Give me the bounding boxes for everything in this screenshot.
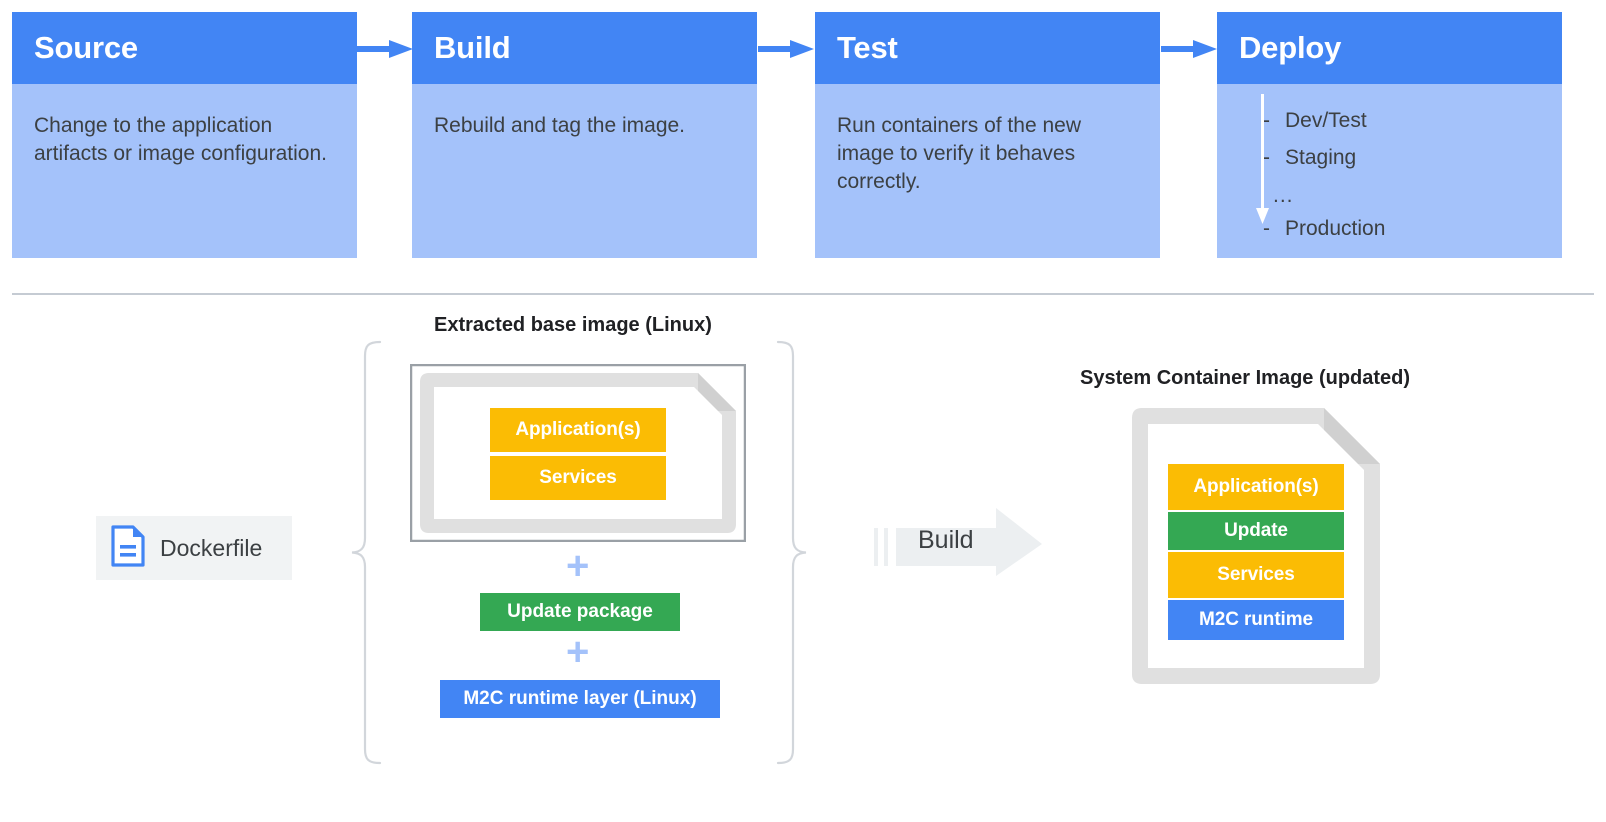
base-layer-services: Services: [490, 456, 666, 500]
addon-layer-m2c-runtime: M2C runtime layer (Linux): [440, 680, 720, 718]
connector-arrow-build-to-test: [758, 39, 814, 59]
build-action-label: Build: [918, 526, 974, 554]
stage-title: Source: [34, 30, 138, 65]
layer-label: Services: [1217, 564, 1295, 585]
layer-label: M2C runtime: [1199, 609, 1313, 630]
list-bullet: -: [1263, 109, 1270, 132]
stage-header-deploy: Deploy: [1217, 12, 1562, 84]
list-item-label: Dev/Test: [1285, 109, 1367, 132]
base-layer-applications: Application(s): [490, 408, 666, 452]
stage-header-test: Test: [815, 12, 1160, 84]
stage-body-deploy: - Dev/Test - Staging ... - Production: [1217, 84, 1562, 258]
output-group-label: System Container Image (updated): [1080, 367, 1411, 389]
addon-layer-update-package: Update package: [480, 593, 680, 631]
list-item-label: Staging: [1285, 146, 1357, 169]
layer-label: Application(s): [1193, 476, 1319, 497]
output-layer-applications: Application(s): [1168, 464, 1344, 510]
document-icon: [110, 524, 146, 573]
connector-arrow-source-to-build: [357, 39, 413, 59]
list-item-ellipsis: ...: [1273, 184, 1294, 207]
section-divider: [12, 293, 1594, 295]
pipeline-stage-deploy[interactable]: Deploy - Dev/Test - Staging .: [1217, 12, 1562, 258]
stage-header-source: Source: [12, 12, 357, 84]
connector-arrow-test-to-deploy: [1161, 39, 1217, 59]
base-group-label: Extracted base image (Linux): [434, 314, 712, 336]
layer-label: Update: [1224, 520, 1288, 541]
left-curly-brace: [350, 340, 382, 770]
stage-header-build: Build: [412, 12, 757, 84]
output-layer-update: Update: [1168, 512, 1344, 550]
stage-title: Deploy: [1239, 30, 1342, 65]
output-layer-services: Services: [1168, 552, 1344, 598]
plus-sign-2-icon: +: [566, 630, 590, 674]
build-action-arrow[interactable]: Build: [872, 504, 1044, 580]
dockerfile-input-chip[interactable]: Dockerfile: [96, 516, 292, 580]
right-curly-brace: [776, 340, 808, 770]
arrow-right-icon: [874, 508, 1042, 576]
pipeline-stage-test[interactable]: Test Run containers of the new image to …: [815, 12, 1160, 258]
layer-label: M2C runtime layer (Linux): [463, 688, 697, 709]
dockerfile-label: Dockerfile: [160, 534, 263, 561]
list-item: - Production: [1239, 218, 1540, 239]
list-item: - Staging: [1239, 147, 1540, 168]
stage-body-build: Rebuild and tag the image.: [412, 84, 757, 258]
pipeline-stage-build[interactable]: Build Rebuild and tag the image.: [412, 12, 757, 258]
stage-body-test: Run containers of the new image to verif…: [815, 84, 1160, 258]
base-document-shape-icon: [410, 364, 746, 542]
pipeline-stage-source[interactable]: Source Change to the application artifac…: [12, 12, 357, 258]
stage-body-source: Change to the application artifacts or i…: [12, 84, 357, 258]
extracted-base-image-document: Application(s) Services: [410, 364, 746, 542]
list-bullet: -: [1263, 217, 1270, 240]
plus-sign-1-icon: +: [566, 544, 590, 588]
stage-description: Rebuild and tag the image.: [434, 114, 686, 137]
list-item-label: Production: [1285, 217, 1386, 240]
stage-description: Run containers of the new image to verif…: [837, 114, 1081, 193]
system-container-image-document: Application(s) Update Services M2C runti…: [1128, 404, 1386, 688]
layer-label: Update package: [507, 601, 653, 622]
deploy-progression-arrow-icon: [1253, 94, 1273, 231]
output-layer-m2c-runtime: M2C runtime: [1168, 600, 1344, 640]
layer-label: Application(s): [515, 419, 641, 440]
stage-title: Test: [837, 30, 898, 65]
deploy-environment-list: - Dev/Test - Staging ... - Production: [1239, 94, 1540, 239]
list-bullet: -: [1263, 146, 1270, 169]
list-item: - Dev/Test: [1239, 110, 1540, 131]
layer-label: Services: [539, 467, 617, 488]
stage-title: Build: [434, 30, 511, 65]
stage-description: Change to the application artifacts or i…: [34, 114, 327, 165]
